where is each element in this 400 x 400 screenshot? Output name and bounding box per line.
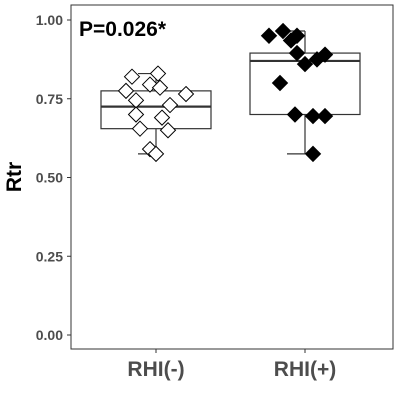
y-tick-label: 1.00 bbox=[36, 12, 63, 28]
data-point-diamond bbox=[151, 79, 169, 96]
data-point-diamond bbox=[260, 27, 278, 44]
y-axis: 0.00 0.25 0.50 0.75 1.00 bbox=[36, 12, 71, 343]
data-point-diamond bbox=[149, 65, 167, 82]
data-point-diamond bbox=[271, 74, 289, 92]
data-point-diamond bbox=[117, 82, 135, 100]
y-tick-label: 0.00 bbox=[36, 327, 63, 343]
data-point-diamond bbox=[177, 85, 195, 103]
data-point-diamond bbox=[159, 122, 177, 139]
y-tick-label: 0.75 bbox=[36, 91, 63, 107]
data-point-diamond bbox=[127, 106, 145, 123]
data-point-diamond bbox=[147, 145, 165, 163]
point-series bbox=[117, 22, 334, 163]
data-point-diamond bbox=[153, 109, 171, 126]
data-point-diamond bbox=[296, 55, 314, 73]
x-tick-label: RHI(+) bbox=[274, 358, 336, 381]
y-axis-label: Rtr bbox=[3, 162, 26, 192]
data-point-diamond bbox=[274, 22, 292, 40]
y-tick-label: 0.25 bbox=[36, 248, 63, 264]
data-point-diamond bbox=[282, 32, 300, 49]
data-point-diamond bbox=[316, 107, 334, 125]
y-tick-label: 0.50 bbox=[36, 170, 63, 186]
data-point-diamond bbox=[131, 120, 149, 137]
data-point-diamond bbox=[304, 145, 322, 163]
p-value-annotation: P=0.026* bbox=[79, 18, 167, 41]
data-point-diamond bbox=[286, 106, 304, 123]
data-point-diamond bbox=[304, 107, 322, 125]
data-point-diamond bbox=[288, 44, 306, 62]
data-point-diamond bbox=[161, 96, 179, 114]
data-point-diamond bbox=[123, 68, 141, 85]
box-series bbox=[100, 30, 361, 155]
x-axis: RHI(-) RHI(+) bbox=[127, 349, 336, 381]
data-point-diamond bbox=[308, 51, 326, 68]
x-tick-label: RHI(-) bbox=[127, 358, 184, 381]
